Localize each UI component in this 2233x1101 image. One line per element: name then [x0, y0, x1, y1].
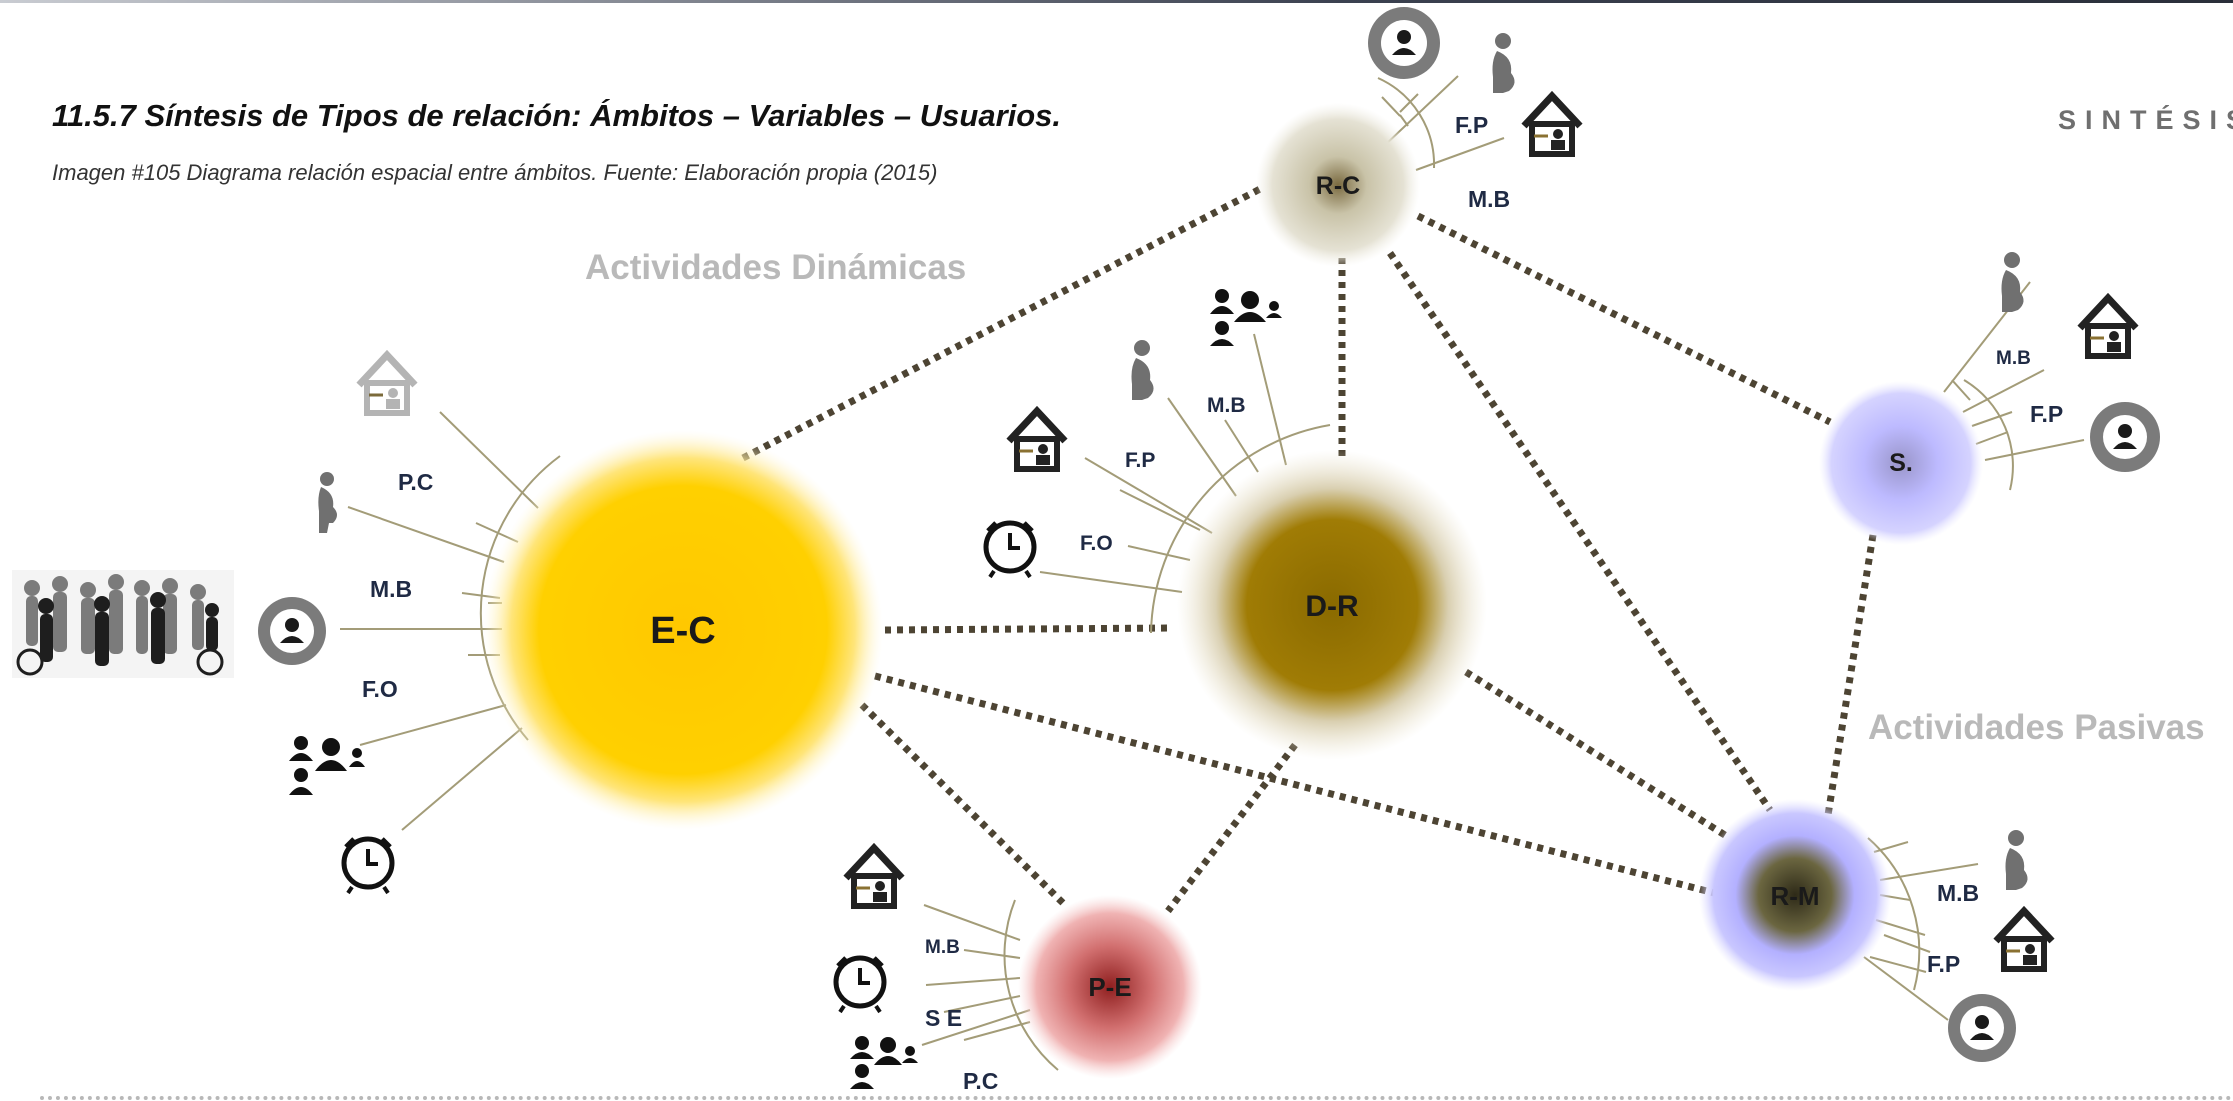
- exchange-icon: [1948, 994, 2016, 1062]
- figure-caption: Imagen #105 Diagrama relación espacial e…: [52, 160, 938, 185]
- top-rule: [0, 0, 2233, 3]
- zone-dynamic-label: Actividades Dinámicas: [585, 248, 967, 287]
- alarm-clock-icon: [983, 520, 1037, 579]
- zone-passive-label: Actividades Pasivas: [1868, 708, 2205, 747]
- exchange-icon: [1368, 7, 1440, 79]
- group-icon: [289, 736, 365, 795]
- variable-labels: P.C M.B F.O M.B F.P F.O F.P M.B M.B F.P …: [362, 112, 2063, 1094]
- house-icon: [1993, 905, 2055, 972]
- connector-ec-rc: [741, 184, 1264, 462]
- connector-dr-pe: [1165, 742, 1298, 914]
- var-pe-mb: M.B: [925, 937, 960, 958]
- connector-s-rm: [1824, 534, 1877, 816]
- bottom-rule: [40, 1096, 2233, 1100]
- users-crowd-image: [12, 570, 234, 678]
- var-pe-se: S E: [925, 1005, 962, 1031]
- connectors: [741, 184, 1877, 914]
- connector-ec-rm: [874, 672, 1723, 899]
- var-rm-fp: F.P: [1927, 951, 1960, 977]
- section-label: SINTÉSIS: [2058, 105, 2233, 135]
- alarm-clock-icon: [833, 955, 887, 1014]
- house-icon: [1006, 405, 1068, 472]
- node-s-label: S.: [1889, 449, 1913, 477]
- pregnant-woman-icon: [2001, 252, 2024, 312]
- arc-s: [1963, 379, 2014, 491]
- exchange-icon: [258, 597, 326, 665]
- node-pe: P-E: [1018, 895, 1202, 1079]
- arc-dr: [1150, 424, 1331, 634]
- pregnant-woman-icon: [2005, 830, 2028, 890]
- node-ec-label: E-C: [650, 610, 715, 652]
- var-ec-fo: F.O: [362, 676, 398, 702]
- var-s-fp: F.P: [2030, 401, 2063, 427]
- var-pe-pc: P.C: [963, 1068, 998, 1094]
- node-rm: R-M: [1699, 799, 1891, 991]
- connector-rc-rm: [1387, 251, 1773, 812]
- house-icon: [2077, 292, 2139, 359]
- node-rc: R-C: [1256, 103, 1420, 267]
- connector-rc-s: [1416, 212, 1832, 426]
- house-icon: [1521, 90, 1583, 157]
- exchange-icon: [2090, 402, 2160, 472]
- var-rm-mb: M.B: [1937, 880, 1979, 906]
- house-icon: [843, 842, 905, 909]
- nodes: E-C D-R R-C S. R-M P-E: [483, 103, 1983, 1079]
- arc-rc: [1377, 77, 1436, 169]
- var-rc-mb: M.B: [1468, 186, 1510, 212]
- var-s-mb: M.B: [1996, 348, 2031, 369]
- pregnant-woman-icon: [318, 472, 337, 533]
- node-ec: E-C: [483, 430, 883, 830]
- var-ec-mb: M.B: [370, 576, 412, 602]
- node-s: S.: [1819, 381, 1983, 545]
- pregnant-woman-icon: [1131, 340, 1154, 400]
- var-rc-fp: F.P: [1455, 112, 1488, 138]
- pictograms: [12, 7, 2160, 1089]
- connector-dr-rm: [1464, 669, 1730, 840]
- group-icon: [850, 1036, 918, 1089]
- node-dr: D-R: [1177, 450, 1487, 760]
- var-dr-fp: F.P: [1125, 449, 1155, 472]
- house-icon: [356, 349, 418, 416]
- node-dr-label: D-R: [1305, 590, 1359, 623]
- var-dr-mb: M.B: [1207, 394, 1246, 417]
- group-icon: [1210, 289, 1282, 346]
- node-rc-label: R-C: [1316, 172, 1360, 200]
- var-dr-fo: F.O: [1080, 532, 1113, 555]
- connector-ec-dr: [884, 624, 1171, 634]
- alarm-clock-icon: [341, 836, 395, 895]
- node-pe-label: P-E: [1088, 972, 1131, 1002]
- arc-pe: [1003, 899, 1059, 1071]
- node-rm-label: R-M: [1770, 881, 1819, 911]
- var-ec-pc: P.C: [398, 469, 433, 495]
- pregnant-woman-icon: [1492, 33, 1515, 93]
- page-title: 11.5.7 Síntesis de Tipos de relación: Ám…: [52, 98, 1062, 133]
